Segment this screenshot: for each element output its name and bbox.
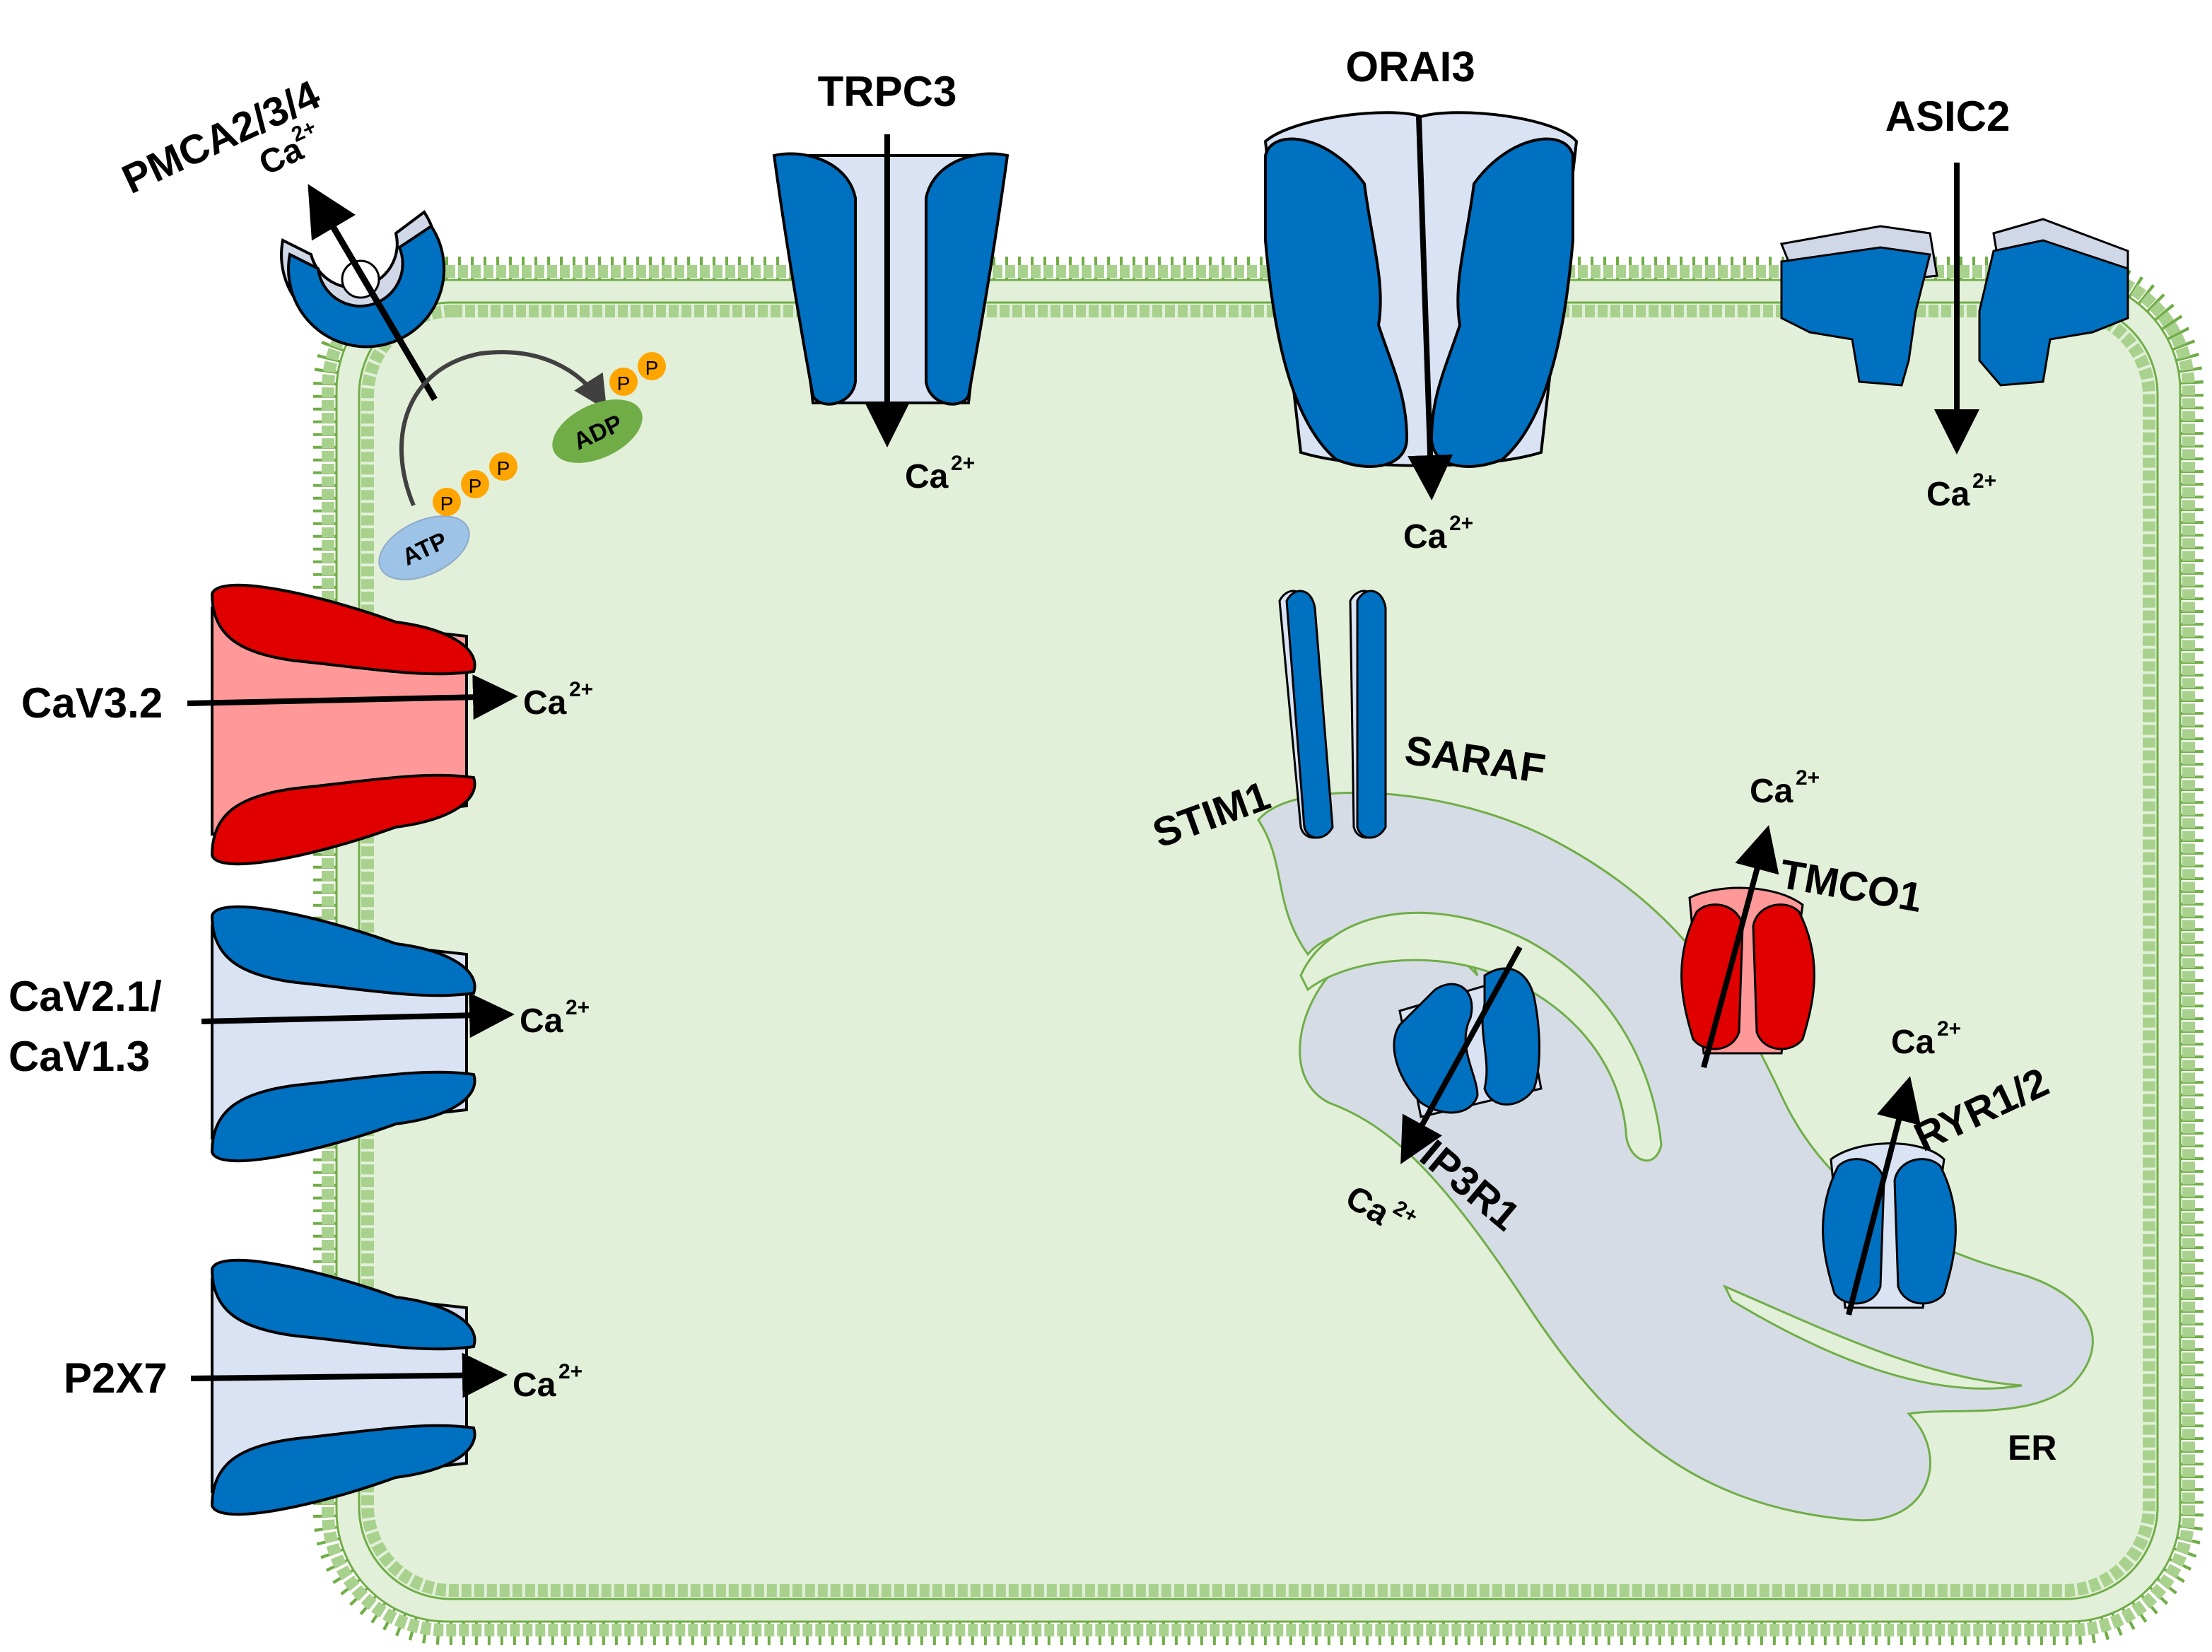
p2x7-ca-sup: 2+ — [558, 1360, 583, 1383]
cav32-ca-base: Ca — [523, 684, 567, 722]
p2x7-ca-base: Ca — [513, 1366, 556, 1404]
endoplasmic-reticulum — [1257, 792, 2094, 1522]
adp-phosphate-2 — [638, 352, 666, 380]
atp-phosphate-3-label: P — [497, 457, 510, 479]
ip3r1-ca-arrow — [1400, 946, 1523, 1165]
cav21-label-line1: CaV2.1/ — [8, 973, 162, 1020]
cav32-channel — [187, 583, 518, 866]
atp-phosphate-1-label: P — [440, 493, 454, 515]
stim1-protein — [1278, 590, 1334, 839]
tmco1-ca-base: Ca — [1750, 773, 1793, 810]
atp-phosphate-2-label: P — [469, 475, 482, 497]
asic2-label: ASIC2 — [1885, 93, 2011, 140]
cav32-top-subunit — [210, 583, 476, 676]
ip3r1-channel — [1393, 946, 1543, 1165]
cav21-bottom-subunit — [210, 1070, 476, 1163]
tmco1-right-subunit — [1752, 903, 1815, 1050]
orai3-right-subunit — [1429, 137, 1574, 468]
ryr-ca-label: Ca 2+ — [1891, 1017, 1961, 1061]
ryr-ca-base: Ca — [1891, 1024, 1935, 1061]
atp-phosphate-3 — [489, 452, 517, 481]
p2x7-top-subunit — [210, 1258, 476, 1351]
trpc3-ca-sup: 2+ — [951, 452, 975, 475]
pmca-ring — [287, 224, 446, 348]
atp-ellipse — [378, 515, 470, 580]
tmco1-channel — [1680, 825, 1815, 1069]
cav21-channel — [201, 905, 515, 1163]
trpc3-label: TRPC3 — [818, 68, 957, 115]
cav32-bottom-subunit — [210, 773, 476, 866]
cav32-ca-arrow — [187, 674, 518, 720]
tmco1-ca-label: Ca 2+ — [1750, 766, 1820, 810]
ryr-right-subunit — [1893, 1158, 1957, 1305]
ryr-channel — [1822, 1076, 1957, 1316]
orai3-left-subunit — [1264, 137, 1409, 468]
cav21-ca-arrow — [201, 992, 515, 1038]
tmco1-ca-arrow — [1701, 825, 1779, 1069]
cav21-ca-sup: 2+ — [566, 996, 590, 1019]
atp-phosphate-1 — [433, 488, 461, 516]
adp-phosphate-1-label: P — [617, 373, 631, 394]
atp-molecule: ATP — [378, 515, 470, 580]
asic2-ca-sup: 2+ — [1972, 469, 1996, 493]
trpc3-left-subunit — [772, 152, 857, 406]
pmca-notch — [353, 177, 410, 226]
trpc3-right-subunit — [925, 152, 1010, 406]
cav32-ca-label: Ca 2+ — [523, 678, 593, 722]
ip3r1-right-subunit — [1481, 967, 1540, 1106]
p2x7-channel — [190, 1258, 508, 1516]
er-lumen-fold — [1299, 911, 1663, 1162]
saraf-body — [1356, 590, 1387, 839]
cav21-ca-base: Ca — [520, 1002, 563, 1040]
ryr-ca-arrow — [1846, 1076, 1921, 1316]
orai3-ca-arrow — [1408, 116, 1453, 500]
adp-ellipse — [552, 399, 643, 463]
asic2-ca-label: Ca 2+ — [1926, 469, 1996, 513]
trpc3-ca-base: Ca — [905, 458, 949, 496]
adp-phosphate-2-label: P — [645, 357, 659, 379]
cav32-ca-sup: 2+ — [569, 678, 593, 701]
p2x7-ca-label: Ca 2+ — [513, 1360, 583, 1404]
ip3r1-left-subunit — [1393, 983, 1479, 1114]
pmca-atp-hydrolysis-arrow — [399, 350, 607, 507]
p2x7-ca-arrow — [190, 1352, 508, 1398]
asic2-right-subunit — [1978, 239, 2129, 387]
trpc3-channel — [772, 134, 1010, 447]
asic2-left-subunit — [1780, 246, 1931, 387]
asic2-ca-base: Ca — [1926, 476, 1970, 513]
asic2-channel — [1779, 163, 2129, 455]
ryr-ca-sup: 2+ — [1937, 1017, 1961, 1041]
pmca-pump — [280, 177, 607, 507]
p2x7-bottom-subunit — [210, 1424, 476, 1516]
p2x7-label: P2X7 — [64, 1354, 168, 1402]
atp-phosphates: P P P — [433, 452, 517, 516]
er-lumen-channel — [1722, 1284, 2023, 1390]
adp-phosphates: P P — [609, 352, 666, 396]
orai3-ca-sup: 2+ — [1449, 512, 1473, 535]
orai3-channel — [1263, 111, 1579, 500]
stim1-body — [1285, 590, 1334, 839]
cav21-ca-label: Ca 2+ — [520, 996, 590, 1040]
saraf-protein — [1349, 590, 1387, 839]
tmco1-ca-sup: 2+ — [1796, 766, 1820, 790]
pmca-ca-arrow — [308, 184, 438, 402]
orai3-ca-label: Ca 2+ — [1403, 512, 1473, 556]
orai3-ca-base: Ca — [1403, 518, 1447, 556]
atp-phosphate-2 — [461, 470, 489, 498]
cav21-label-line2: CaV1.3 — [8, 1033, 150, 1080]
ryr-left-subunit — [1822, 1158, 1885, 1305]
adp-phosphate-1 — [609, 368, 638, 396]
orai3-label: ORAI3 — [1345, 43, 1475, 90]
trpc3-ca-label: Ca 2+ — [905, 452, 975, 496]
er-label: ER — [2008, 1428, 2056, 1468]
adp-molecule: ADP — [552, 399, 643, 463]
cav32-label: CaV3.2 — [21, 679, 163, 727]
